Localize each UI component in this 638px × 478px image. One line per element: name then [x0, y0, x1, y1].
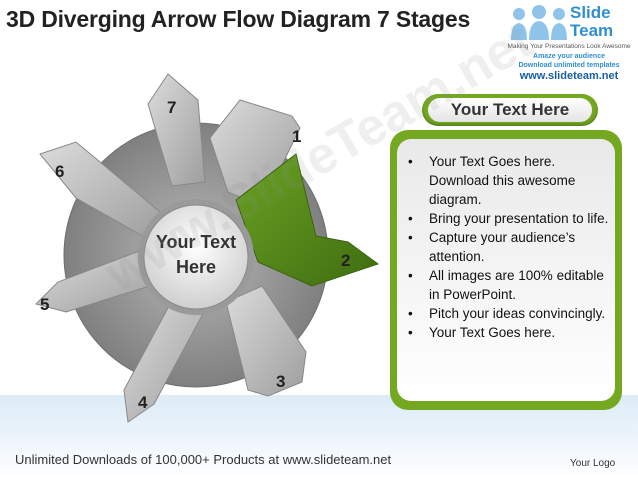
logo-promo-line2: Download unlimited templates	[518, 62, 620, 69]
slide-title: 3D Diverging Arrow Flow Diagram 7 Stages	[6, 6, 471, 32]
logo-tagline: Making Your Presentations Look Awesome	[507, 43, 631, 50]
hub-center	[143, 204, 249, 310]
bullet-item: Bring your presentation to life.	[404, 209, 612, 228]
bullet-item: Pitch your ideas convincingly.	[404, 304, 612, 323]
stage-number-2: 2	[341, 251, 350, 270]
bullet-item: Your Text Goes here. Download this aweso…	[404, 152, 612, 209]
stage-number-1: 1	[292, 127, 301, 146]
arrow-stage-2	[235, 153, 380, 287]
logo-website-link[interactable]: www.slideteam.net	[519, 70, 619, 82]
logo-promo-line1: Amaze your audience	[533, 53, 605, 60]
stage-number-3: 3	[276, 372, 285, 391]
stage-number-5: 5	[40, 295, 49, 314]
footer-text: Unlimited Downloads of 100,000+ Products…	[15, 452, 392, 467]
arrow-stage-1	[209, 99, 301, 207]
stage-number-6: 6	[55, 162, 64, 181]
center-text: Your Text Here	[155, 232, 237, 277]
stage-number-4: 4	[138, 393, 148, 412]
bullet-item: All images are 100% editable in PowerPoi…	[404, 266, 612, 304]
bullet-item: Capture your audience’s attention.	[404, 228, 612, 266]
bullet-list: Your Text Goes here. Download this aweso…	[404, 152, 612, 342]
logo-brand-line2: Team	[570, 21, 614, 40]
stage-number-7: 7	[167, 98, 176, 117]
people-logo-icon	[511, 5, 567, 40]
text-panel-header: Your Text Here	[422, 94, 598, 126]
arrow-stage-7	[147, 73, 206, 187]
arrow-stage-3	[225, 285, 307, 397]
bullet-item: Your Text Goes here.	[404, 323, 612, 342]
logo-brand-line1: Slide	[570, 3, 611, 22]
text-panel-header-label: Your Text Here	[428, 98, 592, 122]
your-logo-placeholder: Your Logo	[570, 458, 616, 469]
slideteam-logo[interactable]: Slide Team Making Your Presentations Loo…	[502, 2, 636, 84]
